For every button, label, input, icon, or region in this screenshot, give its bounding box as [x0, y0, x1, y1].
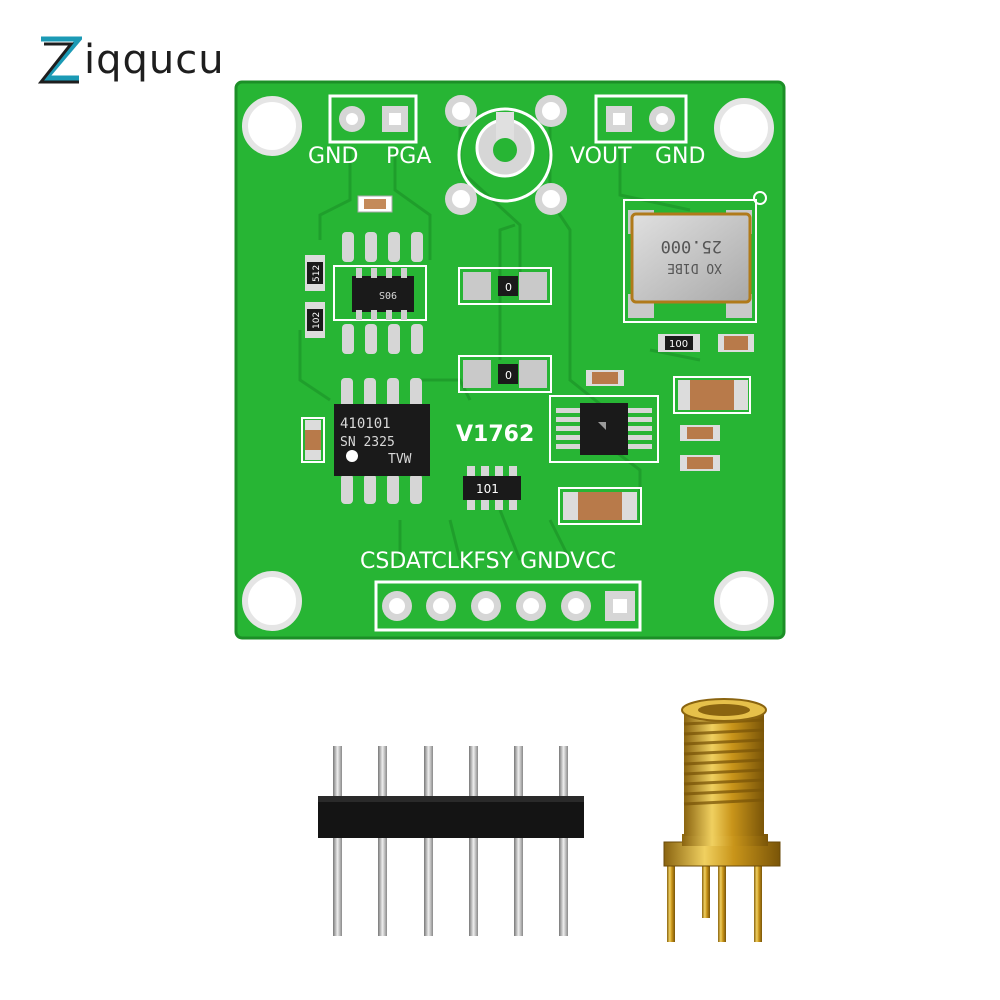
label-vout: VOUT [570, 144, 632, 169]
pad-2-label: 0 [505, 369, 512, 382]
capacitor-small-2 [680, 425, 720, 441]
board-model-label: V1762 [456, 422, 534, 447]
dds-chip [549, 395, 659, 463]
resistor-100-label: 100 [669, 339, 688, 350]
header-vout-gnd [594, 94, 688, 144]
resistor-512-label: 512 [312, 265, 322, 282]
capacitor-large-1 [673, 376, 751, 414]
resistor-array-101: 101 [463, 466, 521, 510]
crystal-text-1: XO D1BE [667, 260, 722, 275]
resistor-pad-1: 0 [458, 267, 552, 305]
capacitor-small-4 [586, 370, 624, 386]
label-pga: PGA [386, 144, 431, 169]
chip-left-line2: SN 2325 [340, 435, 395, 450]
brand-logo: iqqucu [38, 32, 225, 88]
resistor-512: 512 [305, 255, 325, 291]
label-gnd-left: GND [308, 144, 358, 169]
capacitor-left [301, 417, 325, 463]
sma-footprint [445, 95, 567, 215]
capacitor-small-1 [718, 334, 754, 352]
crystal-text-2: 25.000 [661, 236, 722, 256]
crystal-oscillator: XO D1BE 25.000 [623, 191, 767, 323]
resistor-100: 100 [658, 334, 700, 352]
z-logo-icon [38, 36, 82, 84]
resistor-pad-2: 0 [458, 355, 552, 393]
pin-header-6 [318, 746, 584, 936]
smd-resistor [357, 195, 393, 213]
brand-logo-text: iqqucu [84, 37, 225, 83]
label-gnd-right: GND [655, 144, 705, 169]
header-gnd-pga [328, 94, 418, 144]
label-bottom-header: CSDATCLKFSY GNDVCC [360, 549, 616, 574]
chip-left-line3: TVW [388, 452, 412, 467]
sma-connector [663, 698, 781, 942]
resistor-array-label: 101 [476, 482, 499, 496]
chip-left-line1: 410101 [340, 416, 391, 432]
soic-left: 410101 SN 2325 TVW [334, 378, 430, 504]
header-6pin [374, 580, 642, 632]
pad-1-label: 0 [505, 281, 512, 294]
capacitor-small-3 [680, 455, 720, 471]
resistor-102: 102 [305, 302, 325, 338]
soic-top: 90S [333, 232, 427, 354]
resistor-102-label: 102 [312, 312, 322, 329]
chip-top-marking: 90S [379, 289, 397, 300]
capacitor-large-2 [558, 487, 642, 525]
